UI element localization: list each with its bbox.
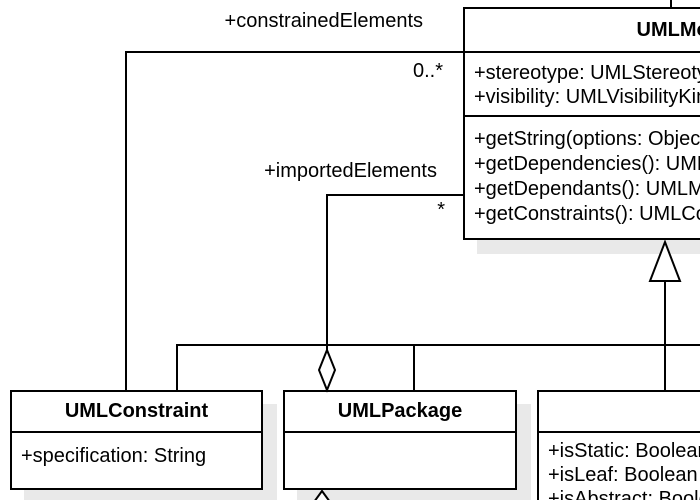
attribute: +visibility: UMLVisibilityKind [474,86,700,108]
attribute: +isStatic: Boolean [548,440,700,462]
attribute: +isLeaf: Boolean [548,464,698,486]
generalization-bus-line[interactable] [176,344,700,390]
operation: +getDependants(): UMLModelElement[] [474,178,700,200]
class-box-uml-model-element[interactable]: UMLModelElement +stereotype: UMLStereoty… [463,7,700,240]
multiplicity-label-imported-elements[interactable]: * [437,199,445,221]
operation: +getString(options: Object): String [474,128,700,150]
attributes-compartment [285,433,515,488]
attribute: +specification: String [21,445,207,467]
attributes-compartment: +stereotype: UMLStereotype +visibility: … [465,53,700,117]
attributes-compartment: +isStatic: Boolean +isLeaf: Boolean +isA… [539,433,700,500]
operations-compartment: +getString(options: Object): String +get… [465,117,700,227]
association-constrained-elements-line[interactable] [125,51,464,390]
multiplicity-label-constrained-elements[interactable]: 0..* [412,60,443,82]
operation: +getConstraints(): UMLConstraint[] [474,203,700,225]
association-label-constrained-elements[interactable]: +constrainedElements [224,10,423,32]
operation: +getDependencies(): UMLModelElement[] [474,153,700,175]
class-title: UMLConstraint [12,392,261,433]
attributes-compartment: +specification: String [12,433,261,469]
class-title: UMLModelElement [465,9,700,53]
attribute: +isAbstract: Boolean [548,488,700,500]
class-box-uml-constraint[interactable]: UMLConstraint +specification: String [10,390,263,490]
shared-aggregation-diamond-icon[interactable] [317,347,337,393]
class-title: UMLPackage [285,392,515,433]
class-title [539,392,700,433]
class-box-uml-package[interactable]: UMLPackage [283,390,517,490]
association-label-imported-elements[interactable]: +importedElements [264,160,437,182]
attribute: +stereotype: UMLStereotype [474,62,700,84]
class-box-uml-feature[interactable]: +isStatic: Boolean +isLeaf: Boolean +isA… [537,390,700,500]
generalization-triangle-icon[interactable] [648,239,682,282]
generalization-triangle-partial-icon[interactable] [314,489,330,500]
